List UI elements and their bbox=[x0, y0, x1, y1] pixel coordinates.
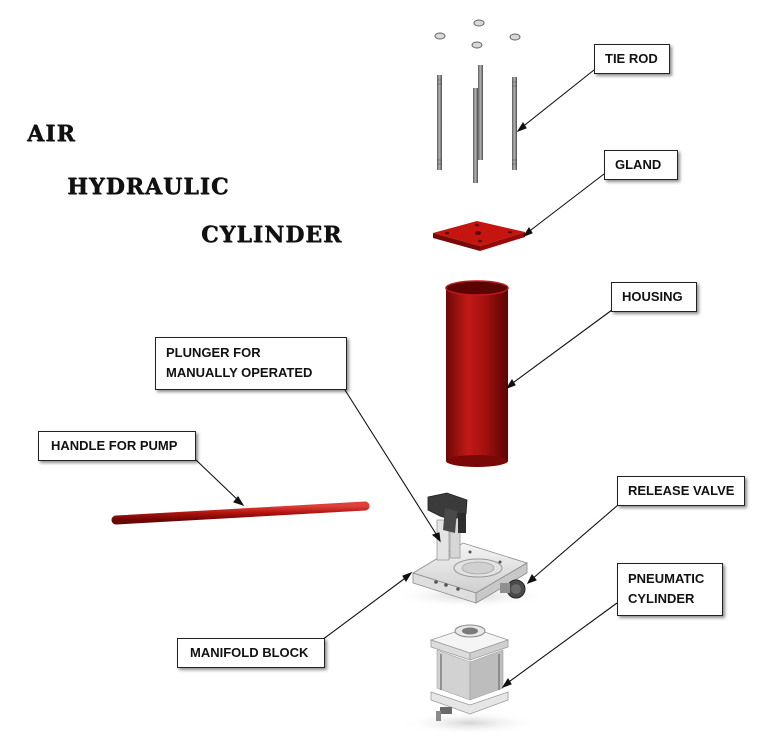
label-pneumatic-line2: CYLINDER bbox=[628, 591, 695, 606]
gland-plate bbox=[433, 221, 525, 251]
manifold-assembly bbox=[390, 492, 550, 608]
housing-cylinder bbox=[445, 280, 509, 467]
leader-lines bbox=[195, 69, 619, 689]
title-hydraulic: HYDRAULIC bbox=[67, 174, 230, 200]
pump-handle bbox=[111, 501, 370, 525]
tie-rods bbox=[437, 65, 517, 183]
pneumatic-cylinder bbox=[400, 624, 540, 735]
label-tie-rod: TIE ROD bbox=[594, 44, 670, 74]
label-plunger-line2: MANUALLY OPERATED bbox=[166, 365, 313, 380]
label-housing-text: HOUSING bbox=[622, 289, 683, 304]
label-release-valve-text: RELEASE VALVE bbox=[628, 483, 735, 498]
label-gland: GLAND bbox=[604, 150, 678, 180]
label-manifold-text: MANIFOLD BLOCK bbox=[190, 645, 309, 660]
label-gland-text: GLAND bbox=[615, 157, 662, 172]
label-release-valve: RELEASE VALVE bbox=[617, 476, 745, 506]
label-pneumatic-line1: PNEUMATIC bbox=[628, 571, 705, 586]
label-manifold-block: MANIFOLD BLOCK bbox=[177, 638, 325, 668]
title-cylinder: CYLINDER bbox=[201, 222, 343, 248]
tie-rod-nuts bbox=[434, 19, 521, 49]
release-valve-knob bbox=[500, 579, 526, 599]
label-handle-for-pump: HANDLE FOR PUMP bbox=[38, 431, 196, 461]
label-plunger: PLUNGER FOR MANUALLY OPERATED bbox=[155, 337, 347, 390]
label-handle-text: HANDLE FOR PUMP bbox=[51, 438, 178, 453]
title-air: AIR bbox=[27, 121, 76, 147]
label-pneumatic-cylinder: PNEUMATIC CYLINDER bbox=[617, 563, 723, 616]
label-tie-rod-text: TIE ROD bbox=[605, 51, 658, 66]
label-housing: HOUSING bbox=[611, 282, 697, 312]
label-plunger-line1: PLUNGER FOR bbox=[166, 345, 261, 360]
